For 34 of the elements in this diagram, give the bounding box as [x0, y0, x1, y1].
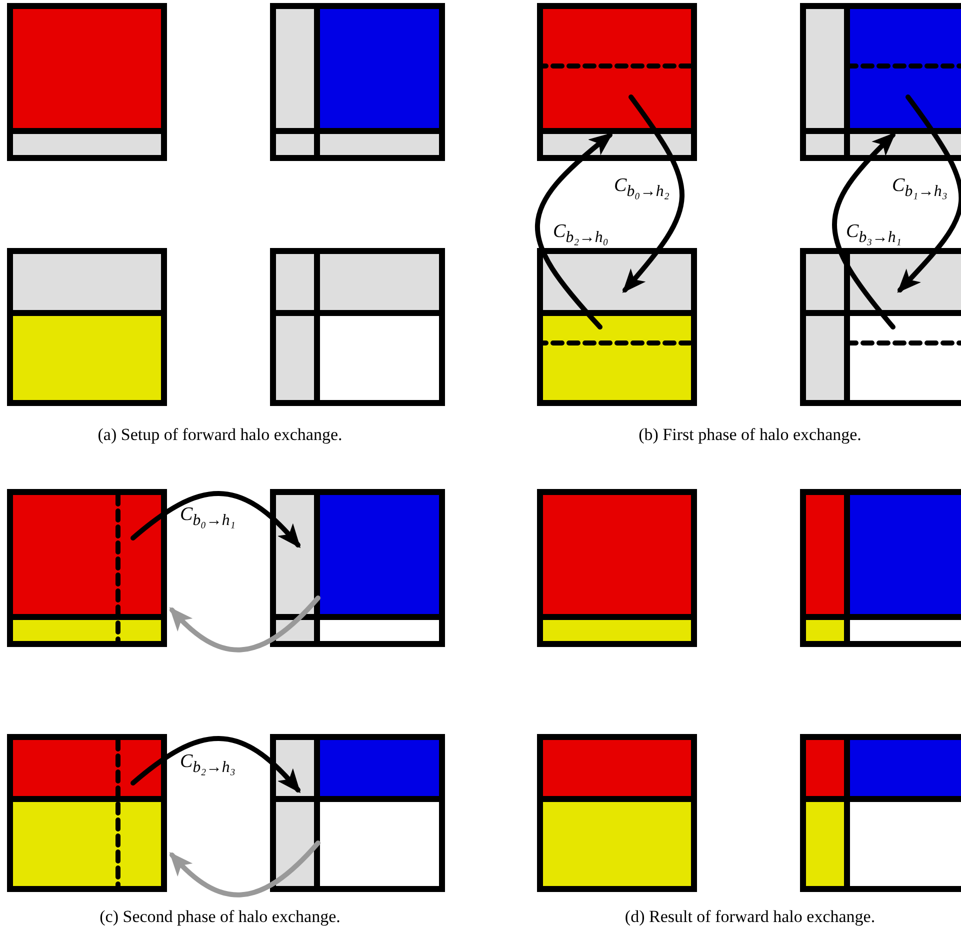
arrow: [832, 132, 896, 330]
edge-label: C$_{b₁→h₃}$: [892, 176, 948, 200]
arrow: [130, 736, 301, 793]
grid-block: [7, 734, 167, 892]
edge-label: C$_{b₂→h₀}$: [553, 222, 608, 246]
arrow: [130, 491, 301, 548]
edge-label: C$_{b₂→h₃}$: [180, 752, 236, 776]
caption: (c) Second phase of halo exchange.: [100, 907, 340, 927]
edge-label: C$_{b₃→h₁}$: [846, 222, 902, 246]
grid-block: [800, 3, 961, 161]
grid-block: [800, 489, 961, 647]
grid-block: [537, 489, 697, 647]
arrow: [622, 94, 684, 294]
grid-block: [537, 248, 697, 406]
grid-block: [7, 489, 167, 647]
grid-block: [537, 3, 697, 161]
grid-block: [270, 248, 445, 406]
edge-label: C$_{b₀→h₂}$: [614, 176, 670, 200]
grid-block: [270, 3, 445, 161]
caption: (b) First phase of halo exchange.: [638, 425, 862, 445]
grid-block: [7, 248, 167, 406]
grid-block: [270, 734, 445, 892]
arrow: [169, 840, 320, 898]
arrow: [897, 94, 961, 293]
caption: (d) Result of forward halo exchange.: [624, 907, 876, 927]
grid-block: [800, 734, 961, 892]
caption: (a) Setup of forward halo exchange.: [98, 425, 342, 445]
edge-label: C$_{b₀→h₁}$: [180, 505, 236, 529]
grid-block: [7, 3, 167, 161]
grid-block: [800, 248, 961, 406]
grid-block: [270, 489, 445, 647]
grid-block: [537, 734, 697, 892]
arrow: [535, 132, 614, 330]
arrow: [169, 596, 320, 652]
